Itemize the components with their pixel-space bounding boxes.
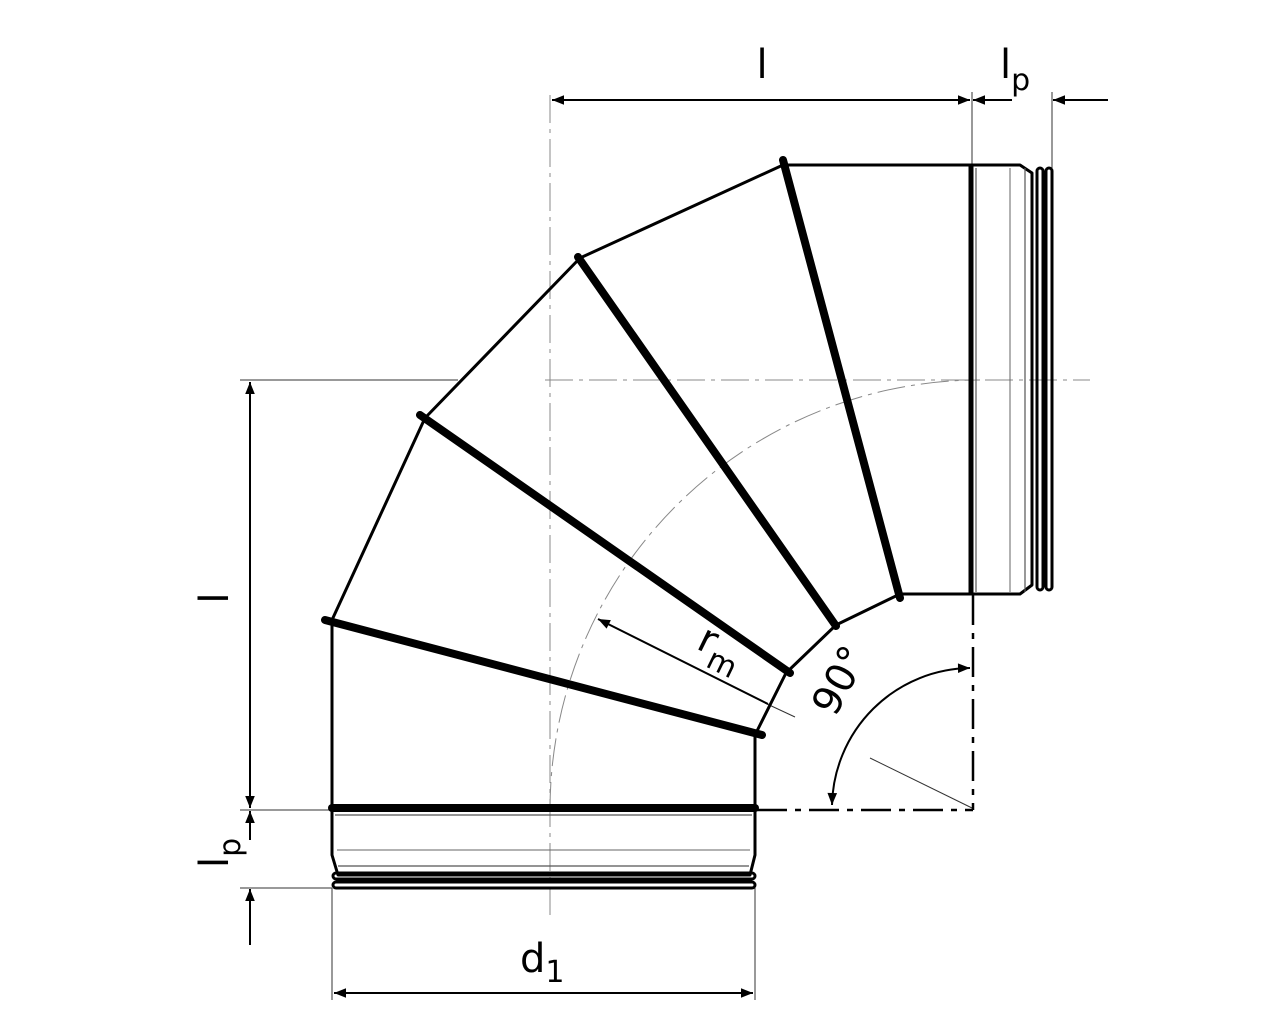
outer-contour — [330, 163, 972, 808]
label-radius: rm — [686, 616, 752, 686]
label-length-left: l — [192, 592, 238, 603]
top-gasket-1 — [1035, 166, 1045, 592]
label-angle: 90° — [803, 638, 877, 722]
center-lines — [545, 95, 1090, 915]
label-plug-top-sub: p — [1011, 63, 1030, 98]
label-diameter: d1 — [520, 936, 564, 990]
seam-4 — [779, 156, 904, 602]
label-length-top: l — [756, 42, 767, 88]
dimension-lines — [245, 95, 1108, 998]
dim-angle-arc — [827, 663, 971, 806]
label-diameter-main: d — [520, 936, 545, 982]
seam-1 — [321, 616, 766, 739]
bend-origin-lines — [757, 595, 975, 812]
label-plug-top: lp — [1000, 42, 1030, 98]
top-spigot-outline — [972, 163, 1034, 596]
dim-radius-arrow — [597, 618, 769, 705]
angle-origin-line — [869, 757, 973, 809]
bend-arc-centerline — [549, 379, 981, 811]
seam-2 — [416, 411, 794, 677]
bottom-gasket-1 — [331, 871, 757, 881]
seam-3 — [574, 253, 840, 630]
bottom-spigot-outline — [330, 808, 757, 877]
top-spigot-details — [968, 165, 1054, 594]
segment-seams — [321, 156, 904, 812]
label-plug-top-main: l — [1000, 42, 1011, 88]
bottom-gasket-2 — [331, 880, 757, 890]
label-plug-left-main: l — [192, 857, 238, 868]
label-plug-left: lp — [192, 838, 248, 868]
elbow-outline — [330, 163, 1034, 877]
label-diameter-sub: 1 — [545, 955, 564, 990]
label-plug-left-sub: p — [213, 838, 248, 857]
top-gasket-2 — [1044, 166, 1054, 592]
bottom-spigot-details — [331, 814, 757, 890]
inner-contour — [753, 592, 972, 808]
